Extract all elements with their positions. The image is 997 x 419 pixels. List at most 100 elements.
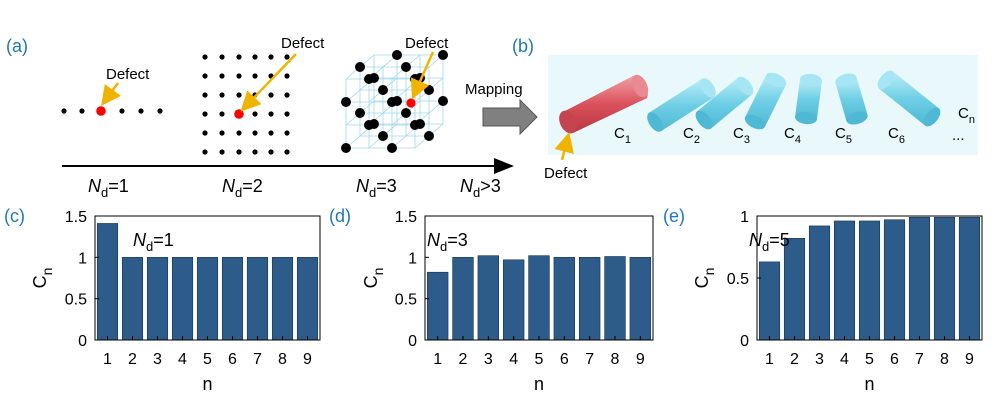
y-tick-label: 1.5	[395, 209, 417, 226]
mapping-arrow-icon	[482, 98, 538, 136]
plot-frame	[424, 215, 654, 341]
y-tick-label: 0.5	[395, 292, 417, 309]
lattice-3d	[341, 50, 448, 153]
x-tick-label: 5	[535, 351, 544, 368]
lattice-site	[424, 85, 434, 95]
y-tick-label: 0.5	[65, 292, 87, 309]
cylinder-1	[647, 78, 716, 132]
plot-frame	[94, 215, 321, 341]
bar-4	[502, 259, 525, 341]
lattice-site	[236, 149, 242, 155]
cylinder-label-3: C3	[733, 125, 750, 146]
x-tick-label: 3	[815, 351, 824, 368]
defect-arrow-2d	[240, 53, 297, 112]
lattice-site	[202, 111, 208, 117]
lattice-site	[387, 97, 397, 107]
lattice-site	[268, 54, 274, 60]
lattice-site	[219, 73, 225, 79]
lattice-site	[387, 143, 397, 153]
cylinder-label-6: C6	[888, 125, 905, 146]
lattice-site	[236, 54, 242, 60]
panel-label-b: (b)	[512, 36, 534, 56]
defect-rod-label: Defect	[544, 165, 588, 182]
lattice-site	[341, 97, 351, 107]
lattice-site	[284, 111, 290, 117]
x-tick-label: 1	[103, 351, 112, 368]
y-tick-label: 0	[78, 333, 87, 350]
x-tick-label: 8	[278, 351, 287, 368]
y-tick-label: 1	[740, 209, 749, 226]
lattice-site	[252, 149, 258, 155]
lattice-site	[202, 130, 208, 136]
bar-7	[246, 257, 269, 341]
lattice-site	[219, 130, 225, 136]
lattice-site	[252, 73, 258, 79]
x-tick-label: 8	[940, 351, 949, 368]
x-tick-label: 9	[303, 351, 312, 368]
nd-annotation: Nd=5	[749, 230, 790, 254]
x-tick-label: 5	[203, 351, 212, 368]
lattice-site	[252, 54, 258, 60]
lattice-site	[219, 111, 225, 117]
lattice-site	[252, 130, 258, 136]
lattice-site	[438, 50, 448, 60]
panel-label-e: (e)	[663, 206, 685, 226]
x-tick-label: 7	[253, 351, 262, 368]
y-tick-label: 0.5	[727, 271, 749, 288]
x-tick-label: 6	[890, 351, 899, 368]
lattice-site	[236, 92, 242, 98]
bar-3	[477, 255, 500, 341]
lattice-site	[424, 131, 434, 141]
lattice-site	[284, 130, 290, 136]
x-tick-label: 3	[153, 351, 162, 368]
bar-5	[858, 220, 881, 341]
x-tick-label: 1	[433, 351, 442, 368]
lattice-site	[355, 108, 365, 118]
x-axis-label: n	[202, 374, 212, 394]
bar-7	[578, 257, 601, 341]
cylinder-label-2: C2	[683, 125, 700, 146]
defect-arrow-1d	[101, 82, 121, 107]
lattice-site	[410, 120, 420, 130]
y-tick-label: 1	[408, 250, 417, 267]
lattice-site	[219, 92, 225, 98]
bar-9	[629, 257, 652, 341]
lattice-site	[364, 74, 374, 84]
bar-8	[271, 257, 294, 341]
lattice-site	[236, 130, 242, 136]
bar-3	[146, 257, 169, 341]
x-tick-label: 4	[509, 351, 518, 368]
chain-1d	[61, 106, 163, 116]
panel-label-d: (d)	[329, 206, 351, 226]
x-tick-label: 2	[128, 351, 137, 368]
lattice-site	[219, 149, 225, 155]
bar-5	[196, 257, 219, 341]
lattice-site	[202, 149, 208, 155]
x-tick-label: 6	[228, 351, 237, 368]
x-tick-label: 6	[560, 351, 569, 368]
defect-rod	[559, 74, 649, 134]
lattice-site	[378, 131, 388, 141]
bar-5	[528, 255, 550, 341]
cylinder-label-5: C5	[835, 125, 852, 146]
lattice-site	[355, 62, 365, 72]
bar-7	[908, 216, 931, 341]
lattice-site	[284, 73, 290, 79]
lattice-site	[364, 120, 374, 130]
bar-1	[758, 261, 781, 341]
y-tick-label: 0	[740, 333, 749, 350]
bar-3	[808, 225, 831, 341]
defect-dot-3d	[406, 98, 416, 108]
axis-label-nd3: Nd=3	[356, 176, 397, 200]
nd-annotation: Nd=1	[133, 230, 174, 254]
nd-annotation: Nd=3	[427, 230, 468, 254]
x-tick-label: 3	[484, 351, 493, 368]
defect-arrow-3d	[410, 51, 435, 100]
cylinder-2	[695, 76, 754, 130]
lattice-site	[252, 111, 258, 117]
lattice-2d	[202, 54, 290, 155]
defect-label-3d: Defect	[405, 35, 449, 52]
